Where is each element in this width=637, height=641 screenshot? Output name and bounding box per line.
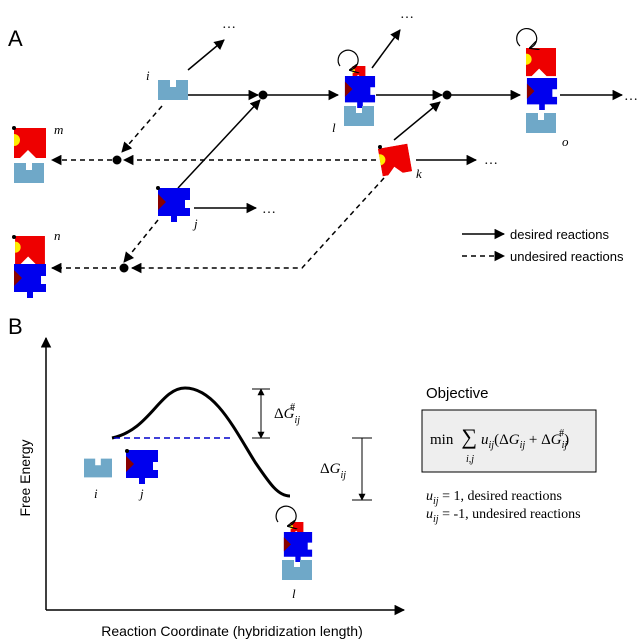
activation-energy-bracket (252, 388, 270, 439)
arrow-k-to-n-node (130, 177, 385, 274)
rule-desired: uij = 1, desired reactions (426, 489, 562, 507)
ellipsis-marks: … … … … … (222, 7, 637, 217)
undesired-reaction-arrows (50, 105, 385, 274)
strand-k: k (377, 143, 422, 181)
rule-undesired: uij = -1, undesired reactions (426, 507, 581, 525)
arrow-i-to-m-node (121, 105, 163, 153)
legend: desired reactions undesired reactions (462, 227, 624, 264)
node-label-i: i (146, 68, 150, 83)
complex-l-b: l (275, 505, 313, 601)
complex-n: n (12, 228, 61, 298)
strand-i: i (146, 68, 188, 100)
objective-formula: min∑uij(ΔGij + ΔGij#) (430, 424, 569, 451)
loop-arrow (275, 505, 296, 526)
complex-m: m (12, 122, 63, 183)
strand-i-b: i (84, 458, 112, 501)
ellipsis-i-up: … (222, 17, 236, 32)
junction-dot (442, 90, 452, 100)
junction-dots (112, 90, 452, 273)
y-axis-title: Free Energy (17, 439, 33, 516)
complex-o: o (516, 27, 569, 149)
node-label-o: o (562, 134, 569, 149)
node-label-n: n (54, 228, 61, 243)
formula-sum-index: i,j (466, 454, 474, 465)
energy-curve (111, 386, 291, 498)
delta-g-label: ΔGij (320, 461, 346, 481)
strand-j-b: j (125, 449, 158, 501)
desired-reaction-arrows (177, 29, 624, 214)
free-energy-bracket (352, 437, 372, 501)
junction-dot (112, 155, 122, 165)
node-label-j-b: j (138, 486, 144, 501)
complex-l: l (332, 49, 376, 135)
objective-box (421, 409, 597, 473)
panel-a-label: A (8, 26, 23, 51)
ellipsis-l-up: … (400, 7, 414, 22)
arrow-i-up (187, 39, 225, 71)
ellipsis-o-forward: … (624, 89, 637, 104)
node-label-j: j (192, 216, 198, 231)
arrow-j-to-node (177, 99, 261, 189)
loop-arrow (516, 27, 537, 48)
panel-b-label: B (8, 314, 23, 339)
energy-axes (40, 336, 406, 616)
objective-title: Objective (426, 385, 489, 402)
legend-undesired: undesired reactions (510, 249, 624, 264)
legend-desired: desired reactions (510, 227, 609, 242)
arrow-j-to-n-node (123, 219, 159, 263)
junction-dot (258, 90, 268, 100)
node-label-k: k (416, 166, 422, 181)
strand-j: j (156, 186, 198, 231)
node-label-m: m (54, 122, 63, 137)
arrow-l-up (371, 29, 401, 69)
ellipsis-j-forward: … (262, 202, 276, 217)
x-axis-title: Reaction Coordinate (hybridization lengt… (101, 623, 362, 639)
node-label-l-b: l (292, 586, 296, 601)
node-label-i-b: i (94, 486, 98, 501)
ellipsis-k-forward: … (484, 153, 498, 168)
delta-g-activation-label: ΔGij# (274, 402, 300, 426)
arrow-k-to-node (393, 101, 441, 141)
loop-arrow (337, 49, 358, 70)
node-label-l: l (332, 120, 336, 135)
junction-dot (119, 263, 129, 273)
